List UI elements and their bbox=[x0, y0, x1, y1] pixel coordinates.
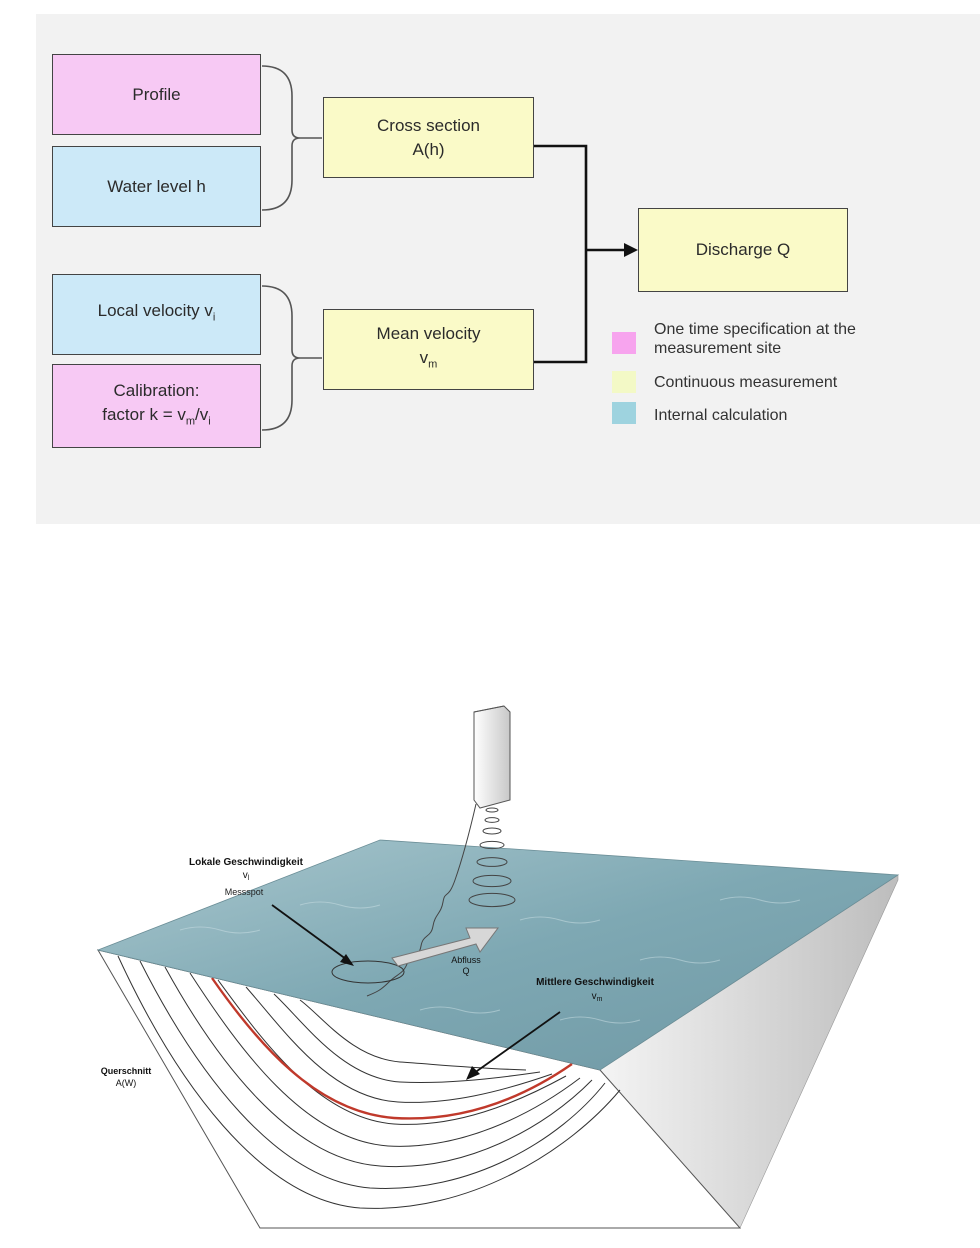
mean-velocity-box: Mean velocity vm bbox=[323, 309, 534, 390]
profile-layer-lines bbox=[117, 955, 621, 1209]
brace-lower bbox=[261, 285, 322, 431]
mean-velocity-line2: vm bbox=[419, 348, 438, 371]
local-velocity-box: Local velocity vi bbox=[52, 274, 261, 355]
cross-section-line1: Cross section bbox=[377, 115, 480, 135]
brace-upper bbox=[261, 65, 322, 211]
mean-velocity-pointer bbox=[469, 1011, 561, 1077]
calibration-box: Calibration: factor k = vm/vi bbox=[52, 364, 261, 448]
water-ripples bbox=[179, 896, 801, 1024]
cross-section-line2: A(h) bbox=[412, 139, 445, 159]
water-surface bbox=[96, 839, 900, 1071]
flow-symbol: Q bbox=[462, 966, 469, 976]
local-velocity-label: Local velocity vi bbox=[97, 301, 216, 324]
sensor-cable bbox=[366, 803, 477, 997]
cross-section-title: Querschnitt bbox=[101, 1066, 152, 1076]
sensor-device bbox=[473, 705, 511, 809]
mean-velocity-line1: Mean velocity bbox=[376, 324, 481, 344]
discharge-label: Discharge Q bbox=[695, 240, 791, 259]
water-level-box: Water level h bbox=[52, 146, 261, 227]
legend-label-one-time: One time specification at the measuremen… bbox=[654, 321, 856, 357]
mean-velocity-profile-line bbox=[211, 977, 573, 1120]
local-velocity-pointer bbox=[271, 904, 351, 963]
cross-section-box: Cross section A(h) bbox=[323, 97, 534, 178]
mean-velocity-arrowhead bbox=[466, 1066, 480, 1080]
arrowhead-discharge bbox=[624, 243, 638, 257]
measure-spot-ellipse bbox=[331, 960, 405, 984]
legend-swatch-internal bbox=[612, 402, 636, 424]
calibration-line1: Calibration: bbox=[113, 380, 200, 400]
flow-label: Abfluss bbox=[451, 955, 481, 965]
beam-ellipses bbox=[468, 807, 516, 908]
mean-velocity-title: Mittlere Geschwindigkeit bbox=[536, 977, 654, 988]
calibration-line2: factor k = vm/vi bbox=[102, 404, 211, 428]
measure-spot-label: Messspot bbox=[225, 887, 264, 897]
mean-velocity-symbol: vm bbox=[592, 991, 603, 1003]
connector-cross-section bbox=[534, 144, 588, 250]
local-velocity-symbol: vl bbox=[243, 870, 250, 882]
water-level-label: Water level h bbox=[107, 176, 206, 196]
local-velocity-arrowhead bbox=[340, 954, 354, 966]
connector-mean-velocity bbox=[534, 250, 588, 364]
legend-label-continuous: Continuous measurement bbox=[654, 374, 838, 391]
legend-swatch-continuous bbox=[612, 371, 636, 393]
profile-box: Profile bbox=[52, 54, 261, 135]
legend-swatch-one-time bbox=[612, 332, 636, 354]
profile-label: Profile bbox=[132, 84, 181, 104]
legend-label-internal: Internal calculation bbox=[654, 407, 788, 424]
flow-connectors bbox=[261, 65, 638, 431]
local-velocity-title: Lokale Geschwindigkeit bbox=[189, 857, 304, 868]
flow-arrow bbox=[391, 927, 499, 967]
discharge-box: Discharge Q bbox=[638, 208, 848, 292]
cross-section-symbol: A(W) bbox=[116, 1078, 137, 1088]
